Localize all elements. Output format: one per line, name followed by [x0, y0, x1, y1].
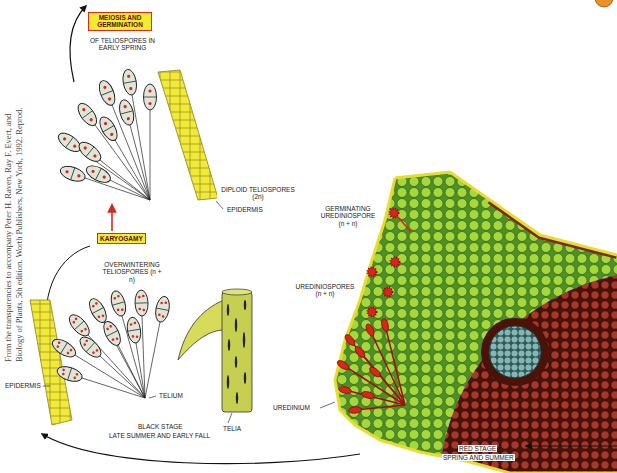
cycle-arrow	[70, 6, 86, 82]
credit-text: Biology of Plants, 5th edition. Worth Pu…	[14, 2, 25, 362]
leader-line	[216, 201, 223, 209]
stage-title: RED STAGE	[458, 445, 497, 452]
stage-caption: OF TELIOSPORES IN EARLY SPRING	[89, 37, 156, 52]
epidermis-band	[158, 70, 218, 200]
karyogamy-arrow	[111, 205, 113, 231]
part-label: TELIA	[222, 425, 242, 432]
wheat-stem	[178, 289, 252, 412]
part-label: EPIDERMIS	[4, 382, 42, 389]
spore-label: OVERWINTERING TELIOSPORES (n + n)	[100, 261, 164, 283]
stage-caption: LATE SUMMER AND EARLY FALL	[108, 432, 211, 439]
stage-caption: SPRING AND SUMMER	[442, 454, 515, 461]
leader-line	[149, 396, 156, 398]
stage-box: KARYOGAMY	[97, 233, 146, 244]
stage-box: MEIOSIS AND GERMINATION	[88, 12, 152, 31]
overwintering-teliospores	[50, 289, 172, 384]
part-label: EPIDERMIS	[226, 206, 264, 213]
uredinium-spores	[336, 209, 411, 414]
part-label: TELIUM	[158, 392, 184, 399]
stage-title: BLACK STAGE	[137, 423, 184, 430]
epidermis-band	[30, 300, 72, 425]
part-label: UREDINIUM	[272, 404, 311, 411]
spore-label: UREDINIOSPORES (n + n)	[293, 283, 357, 298]
credit-block: From the transparencies to accompany Pet…	[3, 2, 25, 362]
credit-text: From the transparencies to accompany Pet…	[3, 2, 14, 362]
leader-line	[320, 402, 335, 408]
spore-label: GERMINATING UREDINIOSPORE (n + n)	[317, 205, 379, 227]
cycle-arrow	[526, 445, 617, 446]
leader-line	[228, 413, 232, 423]
spore-label: DIPLOID TELIOSPORES (2n)	[217, 186, 299, 201]
cut-figure	[595, 0, 613, 7]
diploid-teliospores	[55, 68, 156, 186]
box-text: MEIOSIS AND GERMINATION	[91, 14, 149, 29]
box-text: KARYOGAMY	[100, 235, 143, 242]
leader-line	[43, 386, 50, 387]
